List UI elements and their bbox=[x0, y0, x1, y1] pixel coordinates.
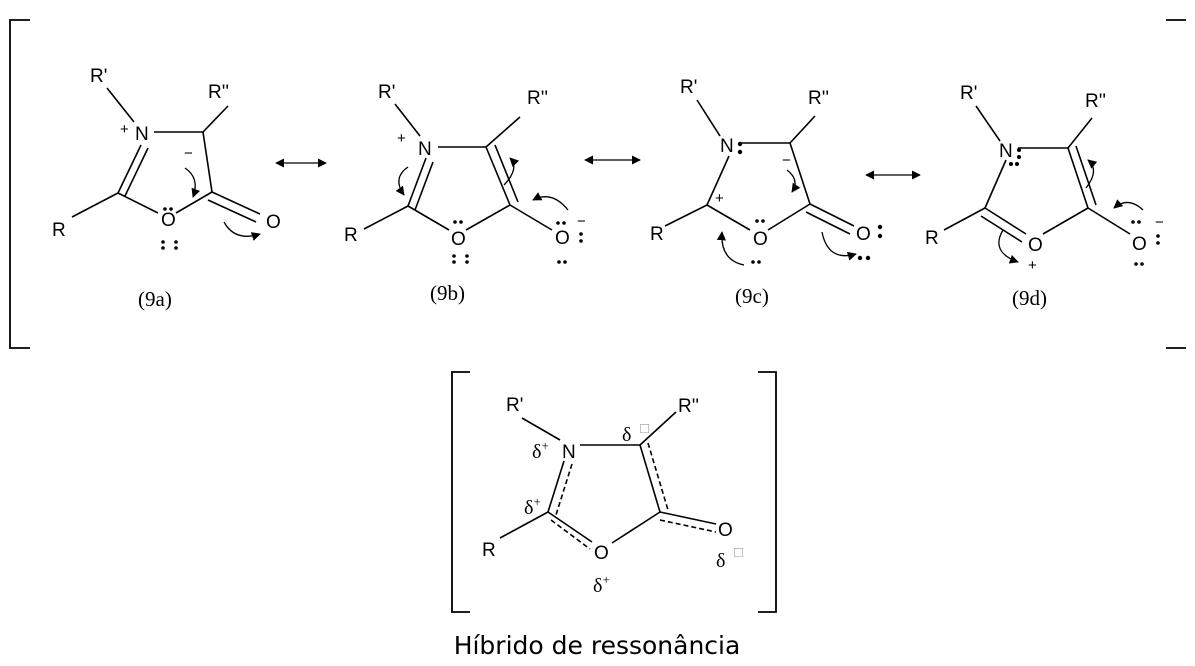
hybrid-title: Híbrido de ressonância bbox=[454, 631, 741, 660]
ring-oxygen-label: O bbox=[753, 229, 768, 250]
structure-9a: R' R'' + N − R O O (9a) bbox=[52, 66, 281, 311]
outer-bracket bbox=[9, 19, 1186, 349]
structure-9b: R' R'' + N R O O − (9b) bbox=[344, 82, 586, 305]
r2-label: R'' bbox=[208, 82, 229, 103]
r-label: R bbox=[52, 220, 66, 241]
structure-9c: R' R'' N − + R O O (9c) bbox=[650, 77, 883, 308]
ring-oxygen-label: O bbox=[1028, 235, 1043, 256]
delta-plus-n: δ+ bbox=[532, 438, 549, 463]
caption-9c: (9c) bbox=[735, 284, 769, 308]
r-label: R bbox=[482, 540, 496, 561]
nitrogen-label: N bbox=[135, 124, 149, 145]
r-label: R bbox=[344, 225, 358, 246]
exo-oxygen-label: O bbox=[555, 228, 570, 249]
nitrogen-label: N bbox=[562, 442, 576, 463]
plus-charge: + bbox=[715, 190, 724, 207]
r1-label: R' bbox=[90, 66, 107, 87]
r2-label: R'' bbox=[678, 396, 699, 417]
r-label: R bbox=[925, 228, 939, 249]
r2-label: R'' bbox=[527, 88, 548, 109]
minus-charge: − bbox=[782, 152, 791, 169]
delta-plus-c2: δ+ bbox=[524, 494, 541, 519]
ring-oxygen-label: O bbox=[161, 210, 176, 231]
ring-oxygen-label: O bbox=[451, 229, 466, 250]
delta-plus-o: δ+ bbox=[593, 572, 610, 597]
plus-charge: + bbox=[1028, 257, 1037, 274]
exo-oxygen-label: O bbox=[1132, 234, 1147, 255]
caption-9d: (9d) bbox=[1012, 286, 1047, 310]
nitrogen-label: N bbox=[418, 139, 432, 160]
minus-charge: − bbox=[1155, 214, 1164, 231]
r2-label: R'' bbox=[808, 88, 829, 109]
carbonyl-oxygen-label: O bbox=[856, 224, 871, 245]
hybrid-left-bracket bbox=[451, 371, 470, 613]
placeholder-glyph: □ bbox=[640, 420, 649, 437]
plus-charge: + bbox=[120, 121, 129, 138]
plus-charge: + bbox=[397, 130, 406, 147]
minus-charge: − bbox=[577, 213, 586, 230]
r2-label: R'' bbox=[1085, 91, 1106, 112]
r-label: R bbox=[650, 224, 664, 245]
minus-charge: − bbox=[184, 145, 193, 162]
structure-9d: R' R'' N R O + O − (9d) bbox=[925, 83, 1164, 310]
nitrogen-label: N bbox=[999, 141, 1013, 162]
ring-oxygen-label: O bbox=[594, 543, 609, 564]
nitrogen-label: N bbox=[720, 136, 734, 157]
placeholder-glyph: □ bbox=[734, 544, 743, 561]
resonance-hybrid: R' R'' N R O O δ+ δ □ δ+ δ+ δ □ bbox=[451, 371, 777, 613]
carbonyl-oxygen-label: O bbox=[266, 212, 281, 233]
r1-label: R' bbox=[680, 77, 697, 98]
r1-label: R' bbox=[960, 83, 977, 104]
caption-9a: (9a) bbox=[138, 287, 172, 311]
delta-minus-c4: δ bbox=[622, 424, 631, 446]
carbonyl-oxygen-label: O bbox=[718, 520, 733, 541]
delta-minus-o: δ bbox=[716, 550, 725, 572]
r1-label: R' bbox=[506, 395, 523, 416]
r1-label: R' bbox=[378, 82, 395, 103]
hybrid-right-bracket bbox=[758, 371, 777, 613]
caption-9b: (9b) bbox=[430, 281, 465, 305]
